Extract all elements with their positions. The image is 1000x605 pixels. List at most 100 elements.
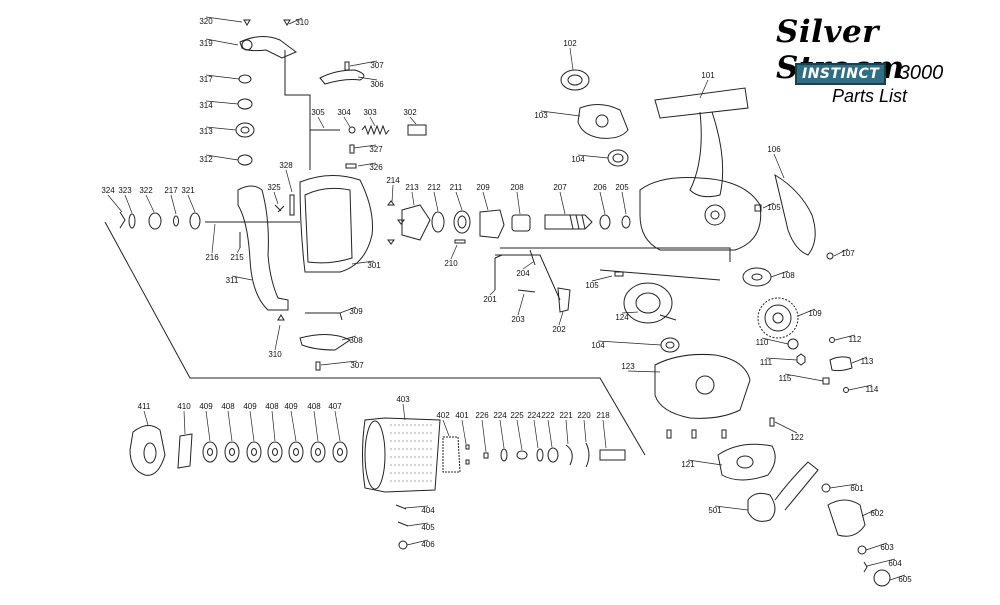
leader-line <box>357 76 378 81</box>
leader-line <box>829 483 858 489</box>
part-label-102: 102 <box>563 39 577 48</box>
leader-line <box>597 340 662 346</box>
assembly-guide-line <box>495 254 561 301</box>
part-205-washer <box>621 215 631 229</box>
part-label-115: 115 <box>779 374 792 383</box>
part-label-218: 218 <box>596 411 610 420</box>
leader-line <box>249 410 255 442</box>
leader-line <box>411 191 415 206</box>
part-311-arm <box>237 185 289 311</box>
part-501-drag-knob <box>129 425 166 476</box>
part-label-309: 309 <box>349 307 363 316</box>
part-label-112: 112 <box>849 335 862 344</box>
leader-line <box>889 574 906 581</box>
leader-line <box>602 419 607 449</box>
model-logo-text: INSTINCT <box>795 62 887 85</box>
part-label-208: 208 <box>510 183 524 192</box>
leader-line <box>433 191 439 212</box>
part-label-109: 109 <box>808 309 822 318</box>
leader-line <box>205 154 239 161</box>
part-label-105: 105 <box>585 281 599 290</box>
part-label-323: 323 <box>118 186 132 195</box>
leader-line <box>124 194 133 214</box>
leader-line <box>621 191 627 215</box>
part-204-pin <box>529 249 536 266</box>
leader-line <box>205 410 211 442</box>
part-label-306: 306 <box>370 80 384 89</box>
part-label-101: 101 <box>701 71 715 80</box>
part-label-305: 305 <box>311 108 325 117</box>
leader-line <box>558 311 564 326</box>
leader-line <box>569 47 574 71</box>
leader-line <box>404 505 429 509</box>
part-label-210: 210 <box>444 259 458 268</box>
part-322-bearing <box>148 212 162 230</box>
part-label-301: 301 <box>367 261 381 270</box>
part-label-224: 224 <box>527 411 541 420</box>
leader-line <box>516 419 523 451</box>
part-label-105: 105 <box>767 203 781 212</box>
part-104-bearing <box>607 149 629 167</box>
leader-line <box>406 539 429 546</box>
leader-line <box>290 410 297 442</box>
leader-line <box>145 194 155 213</box>
leader-line <box>341 335 357 341</box>
part-213-clutch <box>401 204 431 241</box>
leader-line <box>583 419 587 443</box>
part-403-spool <box>362 417 441 493</box>
part-label-410: 410 <box>177 402 191 411</box>
leader-line <box>599 191 606 215</box>
parts-list-subtitle: Parts List <box>832 86 908 106</box>
leader-line <box>187 194 196 213</box>
part-308-bracket <box>299 334 351 351</box>
part-123-frame <box>654 354 751 419</box>
leader-line <box>343 116 351 128</box>
part-label-124: 124 <box>615 313 629 322</box>
part-323-washer <box>128 213 136 229</box>
part-label-205: 205 <box>615 183 629 192</box>
part-206-bushing <box>599 214 611 230</box>
leader-line <box>773 153 785 179</box>
part-label-314: 314 <box>199 101 213 110</box>
housing-boss-inner <box>710 210 720 220</box>
leader-line <box>577 154 609 159</box>
part-label-110: 110 <box>756 338 769 347</box>
part-208-bushing <box>511 214 531 232</box>
leader-line <box>391 184 394 203</box>
leader-line <box>833 248 849 257</box>
leader-line <box>540 110 581 117</box>
leader-line <box>455 191 463 211</box>
leader-line <box>143 410 149 426</box>
leader-line <box>865 542 888 551</box>
part-label-409: 409 <box>284 402 298 411</box>
part-label-405: 405 <box>421 523 435 532</box>
part-label-104: 104 <box>571 155 585 164</box>
leader-line <box>205 100 239 105</box>
part-label-217: 217 <box>164 186 178 195</box>
part-label-212: 212 <box>427 183 441 192</box>
reel-stem <box>689 111 724 198</box>
part-label-209: 209 <box>476 183 490 192</box>
part-306-bail-wire <box>319 69 365 85</box>
part-label-221: 221 <box>559 411 573 420</box>
part-label-302: 302 <box>403 108 417 117</box>
part-label-114: 114 <box>866 385 879 394</box>
part-201-wire <box>494 254 503 290</box>
leader-line <box>762 202 775 209</box>
part-label-408: 408 <box>307 402 321 411</box>
part-label-202: 202 <box>552 325 566 334</box>
part-label-311: 311 <box>226 276 239 285</box>
leader-line <box>559 191 566 215</box>
leader-line <box>621 311 639 314</box>
leader-line <box>236 247 241 254</box>
leader-line <box>784 373 824 382</box>
leader-line <box>481 419 487 453</box>
part-label-123: 123 <box>621 362 635 371</box>
part-label-308: 308 <box>349 336 363 345</box>
part-label-409: 409 <box>199 402 213 411</box>
part-label-605: 605 <box>898 575 912 584</box>
leader-line <box>866 558 896 567</box>
part-label-203: 203 <box>511 315 525 324</box>
part-label-601: 601 <box>850 484 864 493</box>
